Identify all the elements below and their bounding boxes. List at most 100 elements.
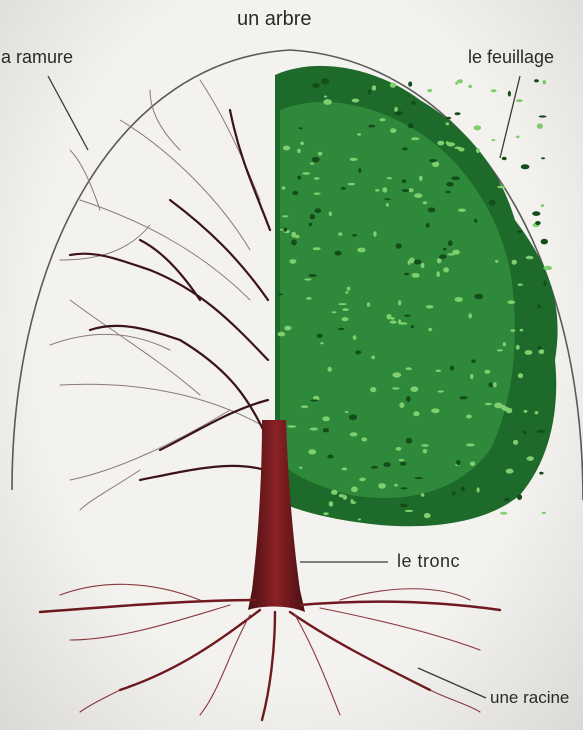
leaf-speck [327, 455, 333, 459]
leaf-speck [443, 248, 447, 251]
leaf-speck [535, 411, 539, 414]
leaf-speck [367, 302, 370, 306]
leaf-speck [412, 273, 420, 278]
leaf-speck [423, 449, 428, 453]
leaf-speck [352, 99, 360, 103]
leaf-speck [477, 487, 480, 492]
leaf-speck [406, 396, 411, 402]
leaf-speck [497, 186, 506, 189]
leaf-speck [439, 254, 447, 259]
leaf-speck [468, 85, 472, 88]
leaf-speck [317, 334, 323, 338]
leaf-speck [347, 287, 351, 291]
leaf-speck [400, 462, 407, 466]
leaf-speck [471, 360, 476, 363]
leaf-speck [309, 223, 313, 227]
leaf-speck [394, 484, 398, 487]
leaf-speck [406, 438, 412, 444]
leaf-speck [302, 172, 310, 175]
leaf-speck [431, 408, 439, 413]
leaf-speck [470, 374, 473, 380]
leaf-speck [411, 101, 416, 105]
leaf-speck [353, 335, 357, 340]
leaf-speck [474, 125, 482, 130]
leaf-speck [543, 281, 546, 286]
leaf-speck [413, 411, 419, 416]
leaf-speck [526, 256, 534, 260]
bare-branches [50, 80, 270, 510]
leaf-speck [329, 501, 333, 507]
leaf-speck [424, 513, 431, 518]
leaf-speck [282, 186, 286, 189]
leaf-speck [310, 399, 318, 401]
foliage [275, 66, 558, 526]
leaf-speck [399, 402, 404, 408]
leaf-speck [508, 91, 511, 97]
leaf-speck [445, 191, 451, 194]
leaf-speck [468, 313, 472, 318]
leaf-speck [304, 278, 312, 280]
leaf-speck [314, 177, 320, 179]
label-feuillage: le feuillage [468, 47, 554, 68]
leaf-speck [527, 456, 534, 461]
leaf-speck [301, 405, 308, 408]
leaf-speck [436, 271, 440, 277]
leaf-speck [292, 191, 298, 195]
leaf-speck [497, 349, 503, 351]
leaf-speck [541, 157, 545, 159]
leaf-speck [489, 200, 496, 206]
leaf-speck [404, 315, 411, 317]
leaf-speck [331, 490, 338, 495]
leaf-speck [342, 317, 349, 321]
leaf-speck [380, 118, 386, 121]
leaf-speck [282, 215, 289, 217]
leaf-speck [329, 212, 332, 216]
leaf-speck [437, 141, 444, 146]
leaf-speck [342, 468, 348, 471]
leaf-speck [520, 329, 524, 332]
leaf-speck [461, 486, 465, 491]
leaf-speck [532, 211, 540, 216]
leaf-speck [539, 472, 543, 475]
leaf-speck [357, 248, 365, 253]
leaf-speck [543, 266, 552, 270]
leaf-speck [289, 259, 296, 264]
leaf-speck [284, 326, 291, 331]
pointer-line-feuillage [500, 76, 520, 158]
leaf-speck [358, 518, 361, 520]
leaf-speck [396, 447, 402, 451]
label-tronc: le tronc [397, 551, 460, 572]
leaf-speck [446, 117, 451, 119]
leaf-speck [350, 432, 358, 436]
leaf-speck [313, 247, 321, 250]
leaf-speck [308, 449, 316, 454]
leaf-speck [392, 387, 400, 389]
leaf-speck [437, 258, 442, 263]
leaf-speck [312, 83, 319, 88]
leaf-speck [535, 221, 541, 225]
label-racine: une racine [490, 688, 569, 708]
leaf-speck [455, 112, 461, 115]
leaf-speck [291, 232, 296, 238]
leaf-speck [518, 284, 523, 286]
leaf-speck [402, 189, 410, 192]
leaf-speck [421, 263, 425, 269]
leaf-speck [355, 351, 361, 355]
leaf-speck [402, 147, 408, 150]
leaf-speck [384, 198, 391, 200]
leaf-speck [404, 273, 409, 276]
leaf-speck [510, 329, 515, 332]
leaf-speck [398, 300, 401, 306]
leaf-speck [518, 373, 523, 378]
leaf-speck [539, 349, 545, 354]
leaf-speck [371, 356, 375, 360]
leaf-speck [502, 407, 509, 411]
leaf-speck [414, 193, 422, 198]
leaf-speck [426, 223, 430, 228]
leaf-speck [396, 243, 402, 249]
leaf-speck [541, 239, 548, 245]
leaf-speck [386, 314, 391, 319]
leaf-speck [299, 127, 303, 129]
leaf-speck [314, 193, 321, 195]
